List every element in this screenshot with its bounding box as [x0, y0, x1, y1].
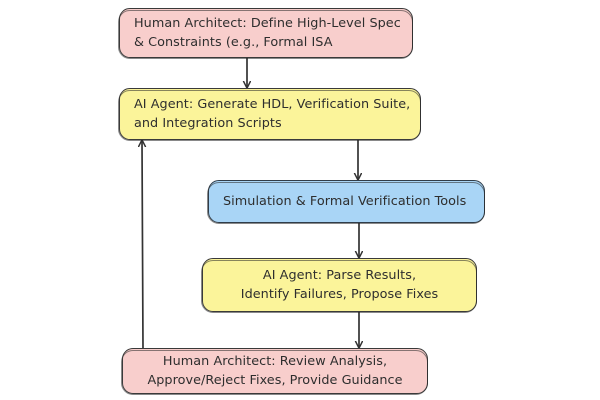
edge-review-to-generate-feedback — [142, 141, 143, 349]
node-review-line-2: Approve/Reject Fixes, Provide Guidance — [147, 373, 403, 388]
node-review-line-1: Human Architect: Review Analysis, — [162, 354, 388, 369]
node-parse-line-1: AI Agent: Parse Results, — [262, 268, 417, 283]
node-simulation-formal-verification-tools[interactable]: Simulation & Formal Verification Tools — [207, 180, 485, 224]
node-ai-generate-hdl[interactable]: AI Agent: Generate HDL, Verification Sui… — [118, 88, 421, 141]
node-human-define-spec[interactable]: Human Architect: Define High-Level Spec … — [118, 8, 413, 59]
node-generate-line-1: AI Agent: Generate HDL, Verification Sui… — [134, 97, 411, 112]
node-human-review-analysis[interactable]: Human Architect: Review Analysis, Approv… — [121, 348, 428, 395]
node-sim-line-1: Simulation & Formal Verification Tools — [223, 194, 467, 209]
node-spec-line-1: Human Architect: Define High-Level Spec — [134, 16, 401, 31]
node-generate-line-2: and Integration Scripts — [134, 116, 282, 131]
node-parse-line-2: Identify Failures, Propose Fixes — [240, 287, 439, 302]
node-ai-parse-results[interactable]: AI Agent: Parse Results, Identify Failur… — [201, 258, 477, 313]
node-spec-line-2: & Constraints (e.g., Formal ISA — [134, 35, 333, 50]
